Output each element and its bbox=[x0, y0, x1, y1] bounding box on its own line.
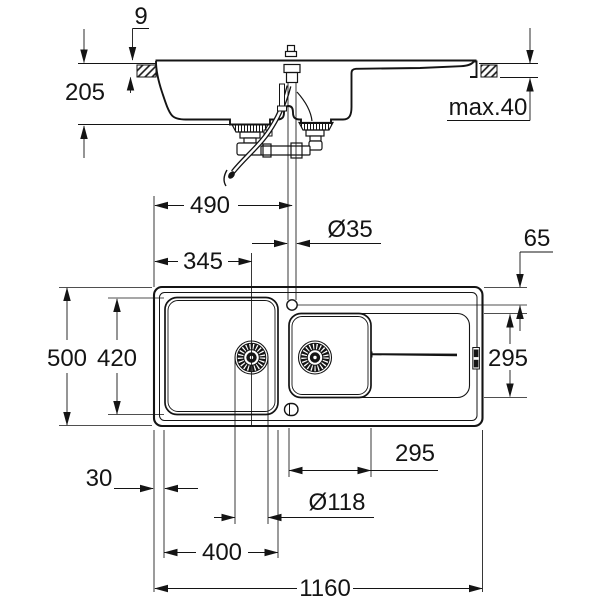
waste-pipe bbox=[260, 145, 311, 156]
dim-label: 9 bbox=[134, 3, 147, 30]
main-bowl-inner-edge bbox=[167, 300, 276, 412]
sink-profile bbox=[155, 60, 478, 126]
dim-label: 420 bbox=[97, 345, 137, 372]
small-bowl-strainer-assembly bbox=[260, 121, 334, 159]
dim-label: 205 bbox=[65, 79, 105, 106]
worktop-hatch-right bbox=[480, 64, 498, 78]
sink-outline bbox=[152, 285, 484, 428]
dim-label: 30 bbox=[86, 465, 113, 492]
dim-label: 490 bbox=[190, 192, 230, 219]
small-bowl bbox=[288, 312, 372, 399]
dim-main-bowl-depth: 420 bbox=[97, 298, 137, 415]
dim-main-bowl-width: 400 bbox=[163, 539, 279, 566]
worktop-hatch-left bbox=[136, 64, 157, 78]
dim-tap-from-edge: 65 bbox=[516, 225, 553, 331]
overflow-tube bbox=[296, 91, 313, 122]
dim-tap-from-left: 490 bbox=[154, 192, 293, 219]
side-section-view: 9 205 max.40 bbox=[65, 3, 538, 187]
main-bowl bbox=[164, 296, 279, 416]
small-bowl-inner-edge bbox=[291, 316, 369, 395]
dim-label: 295 bbox=[395, 440, 435, 467]
dim-label: 345 bbox=[183, 248, 223, 275]
drainboard-groove bbox=[372, 353, 457, 357]
dim-rim-offset: 30 bbox=[86, 465, 198, 493]
small-bowl-drain bbox=[297, 340, 333, 375]
dim-small-bowl-width: 295 bbox=[288, 440, 438, 475]
dim-label: Ø35 bbox=[327, 216, 372, 243]
dim-small-bowl-depth: 295 bbox=[488, 313, 528, 398]
dim-label: 65 bbox=[524, 225, 551, 252]
dim-label: 400 bbox=[202, 539, 242, 566]
overflow-opening bbox=[283, 402, 299, 417]
dim-overall-depth: 500 bbox=[47, 287, 87, 426]
dim-label: Ø118 bbox=[309, 489, 366, 516]
dim-label: 500 bbox=[47, 345, 87, 372]
dim-label: 295 bbox=[488, 345, 528, 372]
dim-worktop-thickness: max.40 bbox=[447, 28, 534, 121]
tap-hole bbox=[286, 299, 298, 311]
mounting-clip bbox=[472, 347, 480, 370]
dim-bowl-depth: 205 bbox=[65, 29, 232, 158]
dim-label: 1160 bbox=[299, 575, 351, 600]
dim-label: max.40 bbox=[449, 94, 528, 121]
dim-drain-from-left: 345 bbox=[154, 248, 253, 275]
dim-drain-diameter: Ø118 bbox=[214, 489, 374, 522]
dim-rim-height: 9 bbox=[126, 3, 149, 93]
dim-overall-width: 1160 bbox=[154, 575, 483, 600]
tap-hole-fitting bbox=[277, 44, 313, 122]
dim-tap-hole-diameter: Ø35 bbox=[252, 216, 381, 248]
extension-lines bbox=[59, 82, 527, 592]
plan-view: 490 Ø35 345 65 500 bbox=[47, 82, 553, 600]
